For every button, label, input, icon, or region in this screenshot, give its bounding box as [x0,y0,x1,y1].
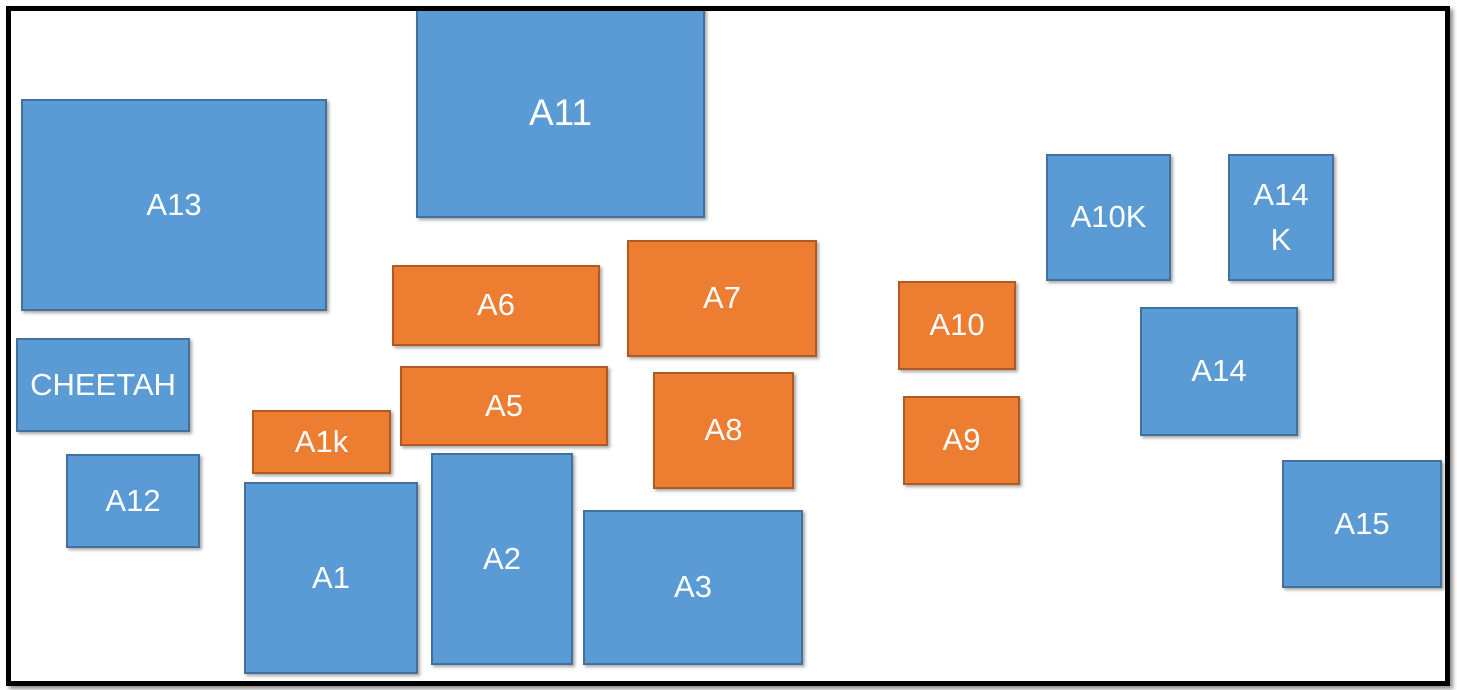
box-a15: A15 [1282,460,1442,588]
box-a8-label: A8 [704,412,743,448]
box-cheetah-label: CHEETAH [30,366,176,402]
box-a10: A10 [898,281,1016,370]
box-a12-label: A12 [105,482,161,518]
box-a9: A9 [903,396,1020,485]
box-a13: A13 [21,99,327,311]
box-a1: A1 [244,482,418,674]
box-a10-label: A10 [929,307,985,343]
box-a6-label: A6 [477,287,515,323]
box-a14k: A14 K [1228,154,1334,281]
box-a14: A14 [1140,307,1298,436]
diagram-frame: A11 A13 CHEETAH A12 A1k A1 A2 A3 A5 A6 A… [6,6,1450,686]
box-a15-label: A15 [1334,505,1390,541]
box-a14k-label: A14 K [1253,176,1309,257]
box-a5-label: A5 [485,387,523,423]
box-a11: A11 [416,11,705,218]
box-a11-label: A11 [528,91,593,133]
box-a2: A2 [431,453,573,665]
box-cheetah: CHEETAH [16,338,190,432]
box-a8: A8 [653,372,794,489]
box-a1k: A1k [252,410,391,474]
box-a12: A12 [66,454,200,548]
box-a1-label: A1 [312,559,350,595]
box-a10k: A10K [1046,154,1171,281]
box-a7-label: A7 [703,280,741,316]
box-a14-label: A14 [1191,353,1247,389]
box-a2-label: A2 [483,540,521,576]
box-a6: A6 [392,265,600,346]
box-a13-label: A13 [146,186,202,222]
box-a1k-label: A1k [294,423,349,459]
box-a10k-label: A10K [1070,199,1147,235]
box-a5: A5 [400,366,608,446]
box-a7: A7 [627,240,817,357]
box-a3: A3 [583,510,803,665]
box-a9-label: A9 [942,422,981,458]
box-a3-label: A3 [674,569,712,605]
